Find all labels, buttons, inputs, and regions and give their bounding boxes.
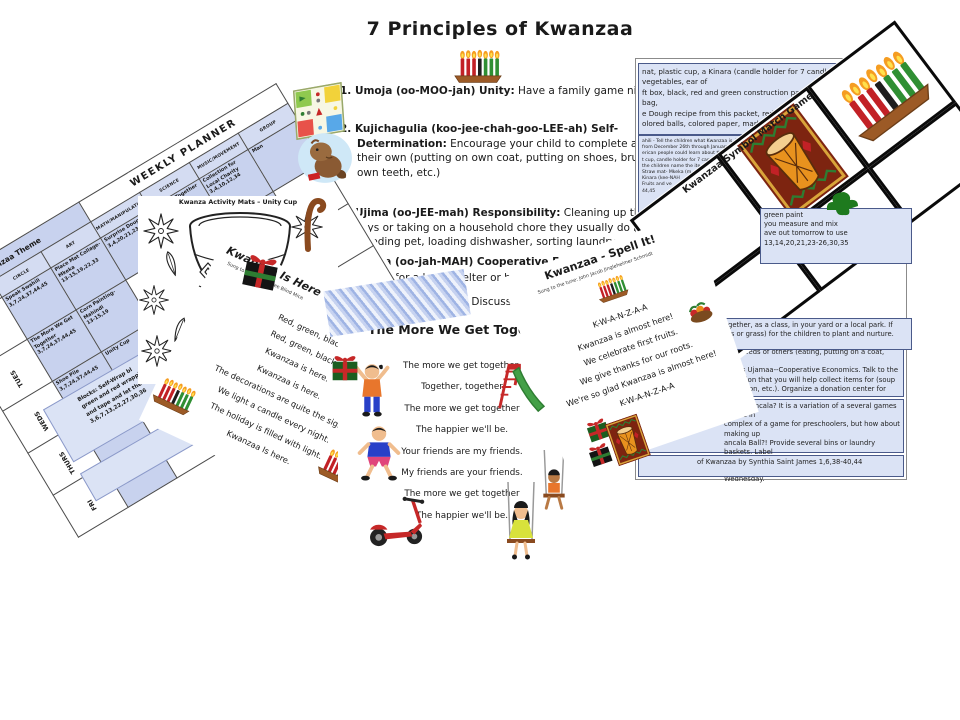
unity-cup-title: Kwanza Activity Mats – Unity Cup: [178, 199, 298, 206]
principle-kujichagulia-lead: 2. Kujichagulia (koo-jee-chah-goo-LEE-ah…: [340, 123, 619, 150]
swing-girl-icon: [505, 482, 537, 561]
principle-ujima: 3. Ujima (oo-JEE-mah) Responsibility: Cl…: [340, 206, 679, 250]
principle-nia-desc: Discuss: [468, 296, 512, 308]
principle-kujichagulia-desc: Encourage your child to complete a skill…: [357, 137, 678, 179]
spell-it-lyrics: K-W-A-N-Z-A-A Kwanzaa is almost here! We…: [565, 301, 719, 409]
green-leaf-blob-icon: [826, 192, 858, 216]
pinwheel-star-icon: [143, 213, 179, 249]
principle-umoja-lead: 1. Umoja (oo-MOO-jah) Unity:: [340, 85, 515, 97]
page-title: 7 Principles of Kwanzaa: [366, 18, 634, 40]
pinwheel-star-icon: [139, 285, 169, 315]
principle-ujima-lead: 3. Ujima (oo-JEE-mah) Responsibility:: [340, 207, 561, 219]
more-together-lyrics: The more we get together, Together, toge…: [401, 361, 523, 521]
principle-umoja: 1. Umoja (oo-MOO-jah) Unity: Have a fami…: [340, 84, 687, 99]
park-box: gether, as a class, in your yard or a lo…: [724, 318, 912, 350]
more-together-title: The More We Get Together: [368, 322, 556, 337]
leaf-icon: [164, 250, 179, 277]
beaver-icon: [296, 132, 354, 184]
principle-kujichagulia: 2. Kujichagulia (koo-jee-chah-goo-LEE-ah…: [340, 122, 679, 180]
scooter-icon: [368, 495, 426, 548]
kinara-icon: [454, 49, 502, 83]
more-together-sheet: The More We Get Together The more we get…: [332, 312, 586, 584]
paint-box: green paint you measure and mix ave out …: [760, 208, 912, 264]
credit-box: of Kwanzaa by Synthia Saint James 1,6,38…: [638, 455, 904, 477]
gift-icon: [332, 356, 358, 381]
cane-icon: [302, 194, 328, 252]
gift-icon: [242, 254, 280, 291]
principle-umoja-desc: Have a family game night.: [514, 85, 658, 97]
kid-standing-icon: [357, 424, 401, 482]
